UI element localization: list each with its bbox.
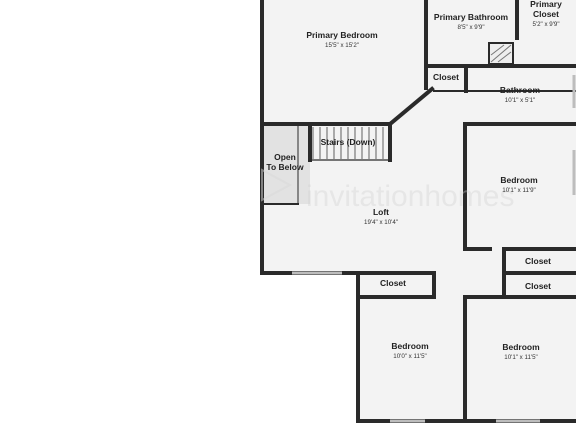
room-label-primary-bathroom: Primary Bathroom bbox=[434, 12, 509, 22]
room-label-primary-closet-line2: Closet bbox=[533, 9, 559, 19]
room-label-closet-right-lower: Closet bbox=[525, 281, 551, 291]
room-dim-primary-bathroom: 8'5" x 9'9" bbox=[457, 24, 484, 31]
room-label-closet-hall: Closet bbox=[433, 72, 459, 82]
room-label-primary-closet-line1: Primary bbox=[530, 0, 562, 9]
room-label-closet-right-upper: Closet bbox=[525, 256, 551, 266]
room-label-open-to-below-line1: Open bbox=[274, 152, 296, 162]
room-dim-primary-bedroom: 15'5" x 15'2" bbox=[325, 42, 359, 49]
bath-fixture bbox=[488, 42, 514, 65]
room-dim-bedroom-right: 10'1" x 11'9" bbox=[502, 187, 535, 194]
room-label-loft: Loft bbox=[373, 207, 389, 217]
watermark-text: invitationhomes bbox=[306, 180, 514, 213]
room-label-bathroom: Bathroom bbox=[500, 85, 541, 95]
room-labels: Primary Bedroom 15'5" x 15'2" Primary Ba… bbox=[266, 0, 562, 361]
room-label-closet-left: Closet bbox=[380, 278, 406, 288]
room-dim-bedroom-bottom-left: 10'0" x 11'5" bbox=[393, 353, 426, 360]
room-label-open-to-below-line2: To Below bbox=[266, 162, 304, 172]
room-label-bedroom-bottom-right: Bedroom bbox=[502, 342, 540, 352]
room-label-primary-bedroom: Primary Bedroom bbox=[306, 30, 378, 40]
windows bbox=[292, 75, 576, 423]
room-dim-primary-closet: 5'2" x 9'9" bbox=[532, 21, 559, 28]
room-dim-bedroom-bottom-right: 10'1" x 11'5" bbox=[504, 354, 537, 361]
stair-treads bbox=[312, 127, 384, 159]
watermark: invitationhomes bbox=[261, 168, 514, 213]
room-dim-loft: 19'4" x 10'4" bbox=[364, 219, 398, 226]
room-dim-bathroom: 10'1" x 5'1" bbox=[505, 97, 536, 104]
room-label-bedroom-right: Bedroom bbox=[500, 175, 538, 185]
room-label-bedroom-bottom-left: Bedroom bbox=[391, 341, 429, 351]
room-label-stairs: Stairs (Down) bbox=[321, 137, 376, 147]
open-to-below-area bbox=[263, 124, 310, 204]
